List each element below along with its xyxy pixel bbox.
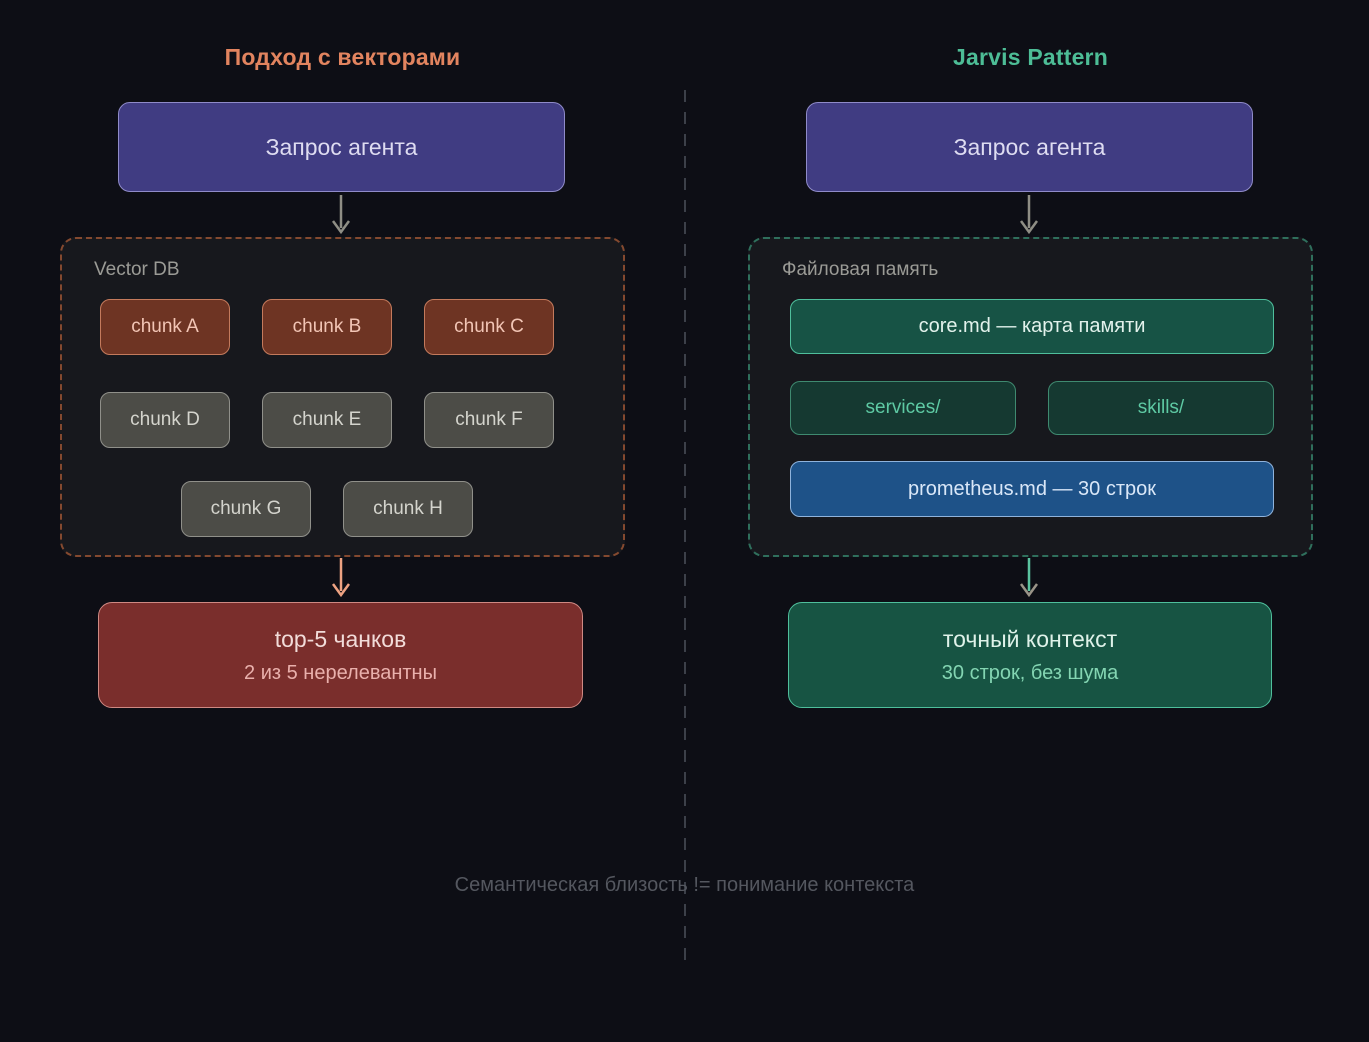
prometheus-md-box: prometheus.md — 30 строк [790, 461, 1274, 517]
exact-context-box: точный контекст 30 строк, без шума [788, 602, 1272, 708]
chunk-box: chunk H [343, 481, 473, 537]
agent-query-label: Запрос агента [265, 133, 418, 160]
down-arrow-icon [1019, 558, 1039, 598]
file-memory-label: Файловая память [782, 259, 939, 280]
footer-note: Семантическая близость != понимание конт… [454, 874, 915, 896]
agent-query-box-right: Запрос агента [806, 102, 1253, 192]
agent-query-label: Запрос агента [953, 133, 1106, 160]
vector-db-container: Vector DB chunk A chunk B chunk C chunk … [60, 237, 625, 557]
core-md-box: core.md — карта памяти [790, 299, 1274, 354]
vector-db-label: Vector DB [94, 259, 180, 280]
chunk-box: chunk B [262, 299, 392, 355]
services-dir-box: services/ [790, 381, 1016, 435]
chunk-box: chunk D [100, 392, 230, 448]
center-divider-line [684, 90, 686, 967]
result-subtitle: 2 из 5 нерелевантны [244, 661, 437, 684]
file-memory-container: Файловая память core.md — карта памяти s… [748, 237, 1313, 557]
down-arrow-icon [331, 195, 351, 235]
chunk-box: chunk G [181, 481, 311, 537]
chunk-box: chunk C [424, 299, 554, 355]
result-title: top-5 чанков [274, 625, 407, 652]
chunk-box: chunk E [262, 392, 392, 448]
skills-dir-box: skills/ [1048, 381, 1274, 435]
chunk-box: chunk A [100, 299, 230, 355]
result-subtitle: 30 строк, без шума [941, 661, 1119, 684]
top5-result-box: top-5 чанков 2 из 5 нерелевантны [98, 602, 583, 708]
agent-query-box-left: Запрос агента [118, 102, 565, 192]
down-arrow-icon [1019, 195, 1039, 235]
down-arrow-icon [331, 558, 351, 598]
chunk-box: chunk F [424, 392, 554, 448]
right-column-title: Jarvis Pattern [953, 44, 1108, 70]
left-column-title: Подход с векторами [224, 44, 461, 70]
result-title: точный контекст [942, 625, 1118, 652]
